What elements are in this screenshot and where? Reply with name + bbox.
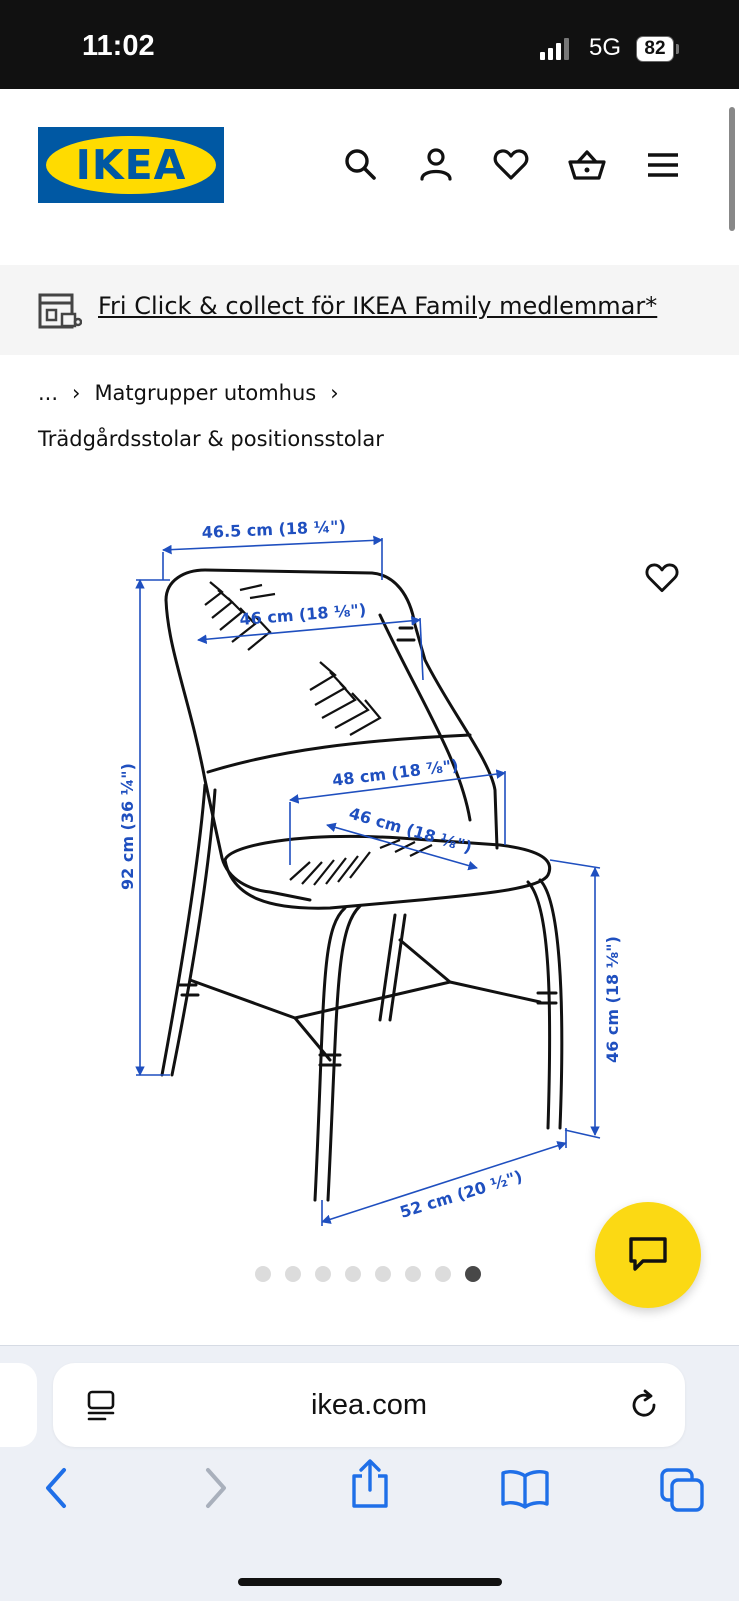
- tabs-icon[interactable]: [658, 1466, 706, 1514]
- store-pickup-icon: [38, 293, 82, 329]
- account-icon[interactable]: [416, 145, 456, 185]
- promo-banner[interactable]: Fri Click & collect för IKEA Family medl…: [0, 265, 739, 355]
- dimension-label-seat-width: 48 cm (18 ⅞"): [331, 756, 459, 790]
- search-icon[interactable]: [341, 145, 381, 185]
- dimension-label-top-width: 46.5 cm (18 ¼"): [201, 517, 346, 542]
- status-time: 11:02: [82, 30, 155, 62]
- carousel-dot[interactable]: [375, 1266, 391, 1282]
- dimension-label-seat-height: 46 cm (18 ⅛"): [603, 936, 622, 1063]
- share-icon[interactable]: [348, 1458, 392, 1510]
- reload-icon[interactable]: [627, 1388, 661, 1422]
- breadcrumb-link-matgrupper[interactable]: Matgrupper utomhus: [94, 381, 317, 405]
- logo-text: IKEA: [75, 141, 187, 189]
- url-text[interactable]: ikea.com: [310, 1389, 428, 1421]
- battery-icon: 82: [636, 36, 680, 62]
- chair-drawing: [160, 568, 564, 1202]
- product-dimension-image[interactable]: 46.5 cm (18 ¼") 46 cm (18 ⅛") 48 cm (18 …: [0, 500, 739, 1240]
- dimension-label-back-width: 46 cm (18 ⅛"): [239, 600, 367, 629]
- page-menu-icon[interactable]: [85, 1389, 117, 1421]
- basket-icon[interactable]: [567, 145, 607, 185]
- address-bar[interactable]: ikea.com: [53, 1363, 685, 1447]
- breadcrumb-link-tradgardsstolar[interactable]: Trädgårdsstolar & positionsstolar: [38, 427, 384, 451]
- heart-icon[interactable]: [491, 145, 531, 185]
- image-carousel-indicator: [255, 1266, 481, 1282]
- network-type: 5G: [589, 34, 622, 61]
- battery-level: 82: [644, 38, 666, 59]
- chat-button[interactable]: [595, 1202, 701, 1308]
- page-scrollbar[interactable]: [729, 107, 735, 231]
- forward-icon[interactable]: [196, 1466, 236, 1510]
- site-header: IKEA: [0, 89, 739, 265]
- ikea-logo[interactable]: IKEA: [38, 127, 224, 203]
- dimension-label-total-height: 92 cm (36 ¼"): [118, 763, 137, 890]
- breadcrumb-separator: ›: [72, 381, 81, 405]
- carousel-dot[interactable]: [315, 1266, 331, 1282]
- bookmarks-icon[interactable]: [500, 1466, 550, 1510]
- carousel-dot-active[interactable]: [465, 1266, 481, 1282]
- dimension-label-base-depth: 52 cm (20 ½"): [398, 1167, 525, 1222]
- weave-pattern: [204, 581, 433, 886]
- carousel-dot[interactable]: [435, 1266, 451, 1282]
- status-bar: 11:02 5G 82: [0, 0, 739, 89]
- carousel-dot[interactable]: [285, 1266, 301, 1282]
- previous-tab-peek[interactable]: [0, 1363, 37, 1447]
- menu-icon[interactable]: [643, 145, 683, 185]
- browser-toolbar: ikea.com: [0, 1345, 739, 1601]
- carousel-dot[interactable]: [405, 1266, 421, 1282]
- breadcrumb-ellipsis[interactable]: ...: [38, 381, 59, 405]
- promo-banner-text[interactable]: Fri Click & collect för IKEA Family medl…: [98, 292, 658, 320]
- carousel-dot[interactable]: [255, 1266, 271, 1282]
- favorite-heart-icon[interactable]: [644, 560, 680, 596]
- back-icon[interactable]: [38, 1466, 78, 1510]
- breadcrumb: ... › Matgrupper utomhus ›: [38, 381, 353, 405]
- carousel-dot[interactable]: [345, 1266, 361, 1282]
- chat-bubble-icon: [629, 1237, 667, 1271]
- signal-icon: [540, 38, 569, 60]
- breadcrumb-separator: ›: [330, 381, 339, 405]
- dimension-lines: [135, 535, 601, 1226]
- home-indicator[interactable]: [238, 1578, 502, 1586]
